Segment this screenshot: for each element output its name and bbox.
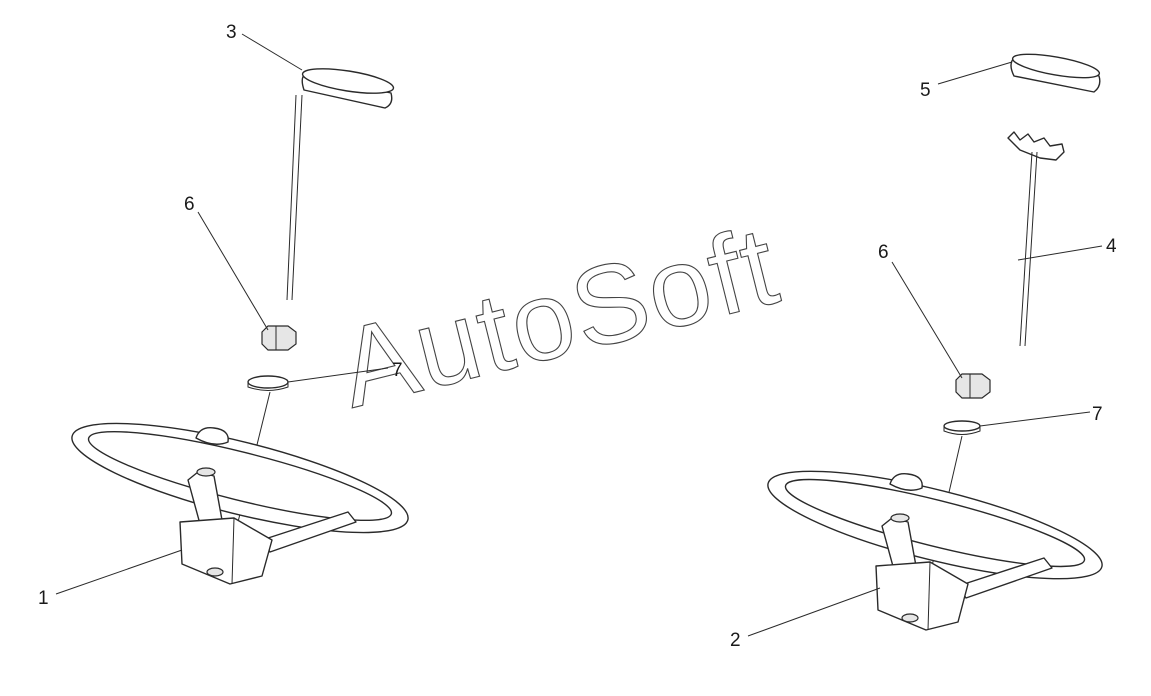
callout-6-right: 6	[878, 242, 889, 263]
wheel-left-rim-inner	[87, 430, 393, 522]
washer-right-top	[943, 420, 981, 432]
washer-left-top	[247, 375, 289, 389]
callout-7-right: 7	[1092, 404, 1103, 425]
part-6-nut-right	[955, 373, 991, 399]
part-2-steering-wheel	[767, 470, 1103, 631]
wheel-left-spline	[196, 467, 216, 477]
callout-numbers: 3 6 7 1 5 4 6 7 2	[38, 22, 1117, 651]
leader-6-right	[891, 261, 963, 379]
rod-right-edge-a	[1019, 151, 1033, 347]
wheel-left-hub-hole	[206, 567, 224, 577]
nut-left-body	[261, 325, 297, 351]
cap-right-top	[1011, 53, 1101, 79]
wheel-right-hub-hole	[901, 613, 919, 623]
leader-1	[55, 549, 183, 595]
wheel-left-hub	[179, 517, 273, 585]
callout-5: 5	[920, 80, 931, 101]
part-7-washer-right	[943, 420, 981, 435]
rod-left-edge-b	[291, 94, 303, 301]
callout-7-left: 7	[392, 360, 403, 381]
leader-3	[241, 33, 303, 71]
nut-right-body	[955, 373, 991, 399]
callout-2: 2	[730, 630, 741, 651]
washer-left-side	[247, 382, 289, 391]
part-3-horn-cap-with-rod	[286, 68, 395, 301]
wheel-left-hub-edge	[231, 517, 235, 585]
part-5-horn-cap	[1010, 53, 1101, 93]
rod-right-edge-b	[1024, 151, 1038, 347]
wheel-right-hub	[875, 561, 969, 631]
leader-7-left	[287, 367, 389, 383]
wheel-right-spoke-upper	[881, 517, 917, 571]
wheel-right-top-knob	[889, 473, 923, 491]
callout-4: 4	[1106, 236, 1117, 257]
leader-4	[1017, 245, 1103, 261]
callout-6-left: 6	[184, 194, 195, 215]
callout-3: 3	[226, 22, 237, 43]
leader-6-left	[197, 211, 269, 331]
part-7-washer-left	[247, 375, 289, 391]
wheel-left-top-knob	[195, 427, 229, 445]
part-6-nut-left	[261, 325, 297, 351]
leader-2	[747, 587, 881, 637]
watermark-text: AutoSoft	[328, 202, 791, 431]
rod-left-edge-a	[286, 94, 297, 301]
right-assembly	[767, 53, 1103, 631]
wheel-left-spoke-upper	[187, 471, 223, 525]
rod-right-star-head	[1007, 131, 1065, 161]
leader-lines	[55, 33, 1103, 637]
leader-5	[937, 61, 1013, 85]
wheel-right-hub-edge	[927, 561, 931, 631]
left-assembly	[71, 68, 409, 585]
callout-1: 1	[38, 588, 49, 609]
part-1-steering-wheel	[71, 422, 409, 585]
wheel-right-rim-inner	[784, 478, 1086, 568]
cap-disc-top	[301, 68, 395, 94]
washer-right-side	[943, 426, 981, 435]
leader-7-right	[979, 411, 1091, 427]
wheel-right-spline	[890, 513, 910, 523]
part-4-contact-rod	[1007, 131, 1065, 347]
